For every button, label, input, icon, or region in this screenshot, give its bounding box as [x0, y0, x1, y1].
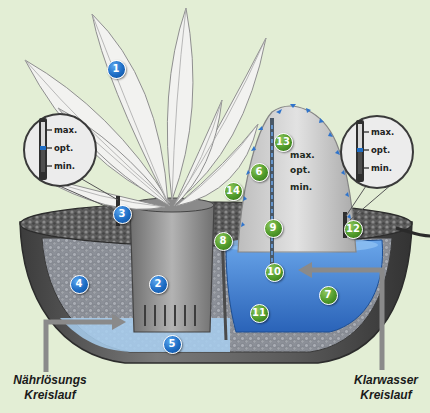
callout-label: 6 — [251, 164, 268, 180]
level-mark: opt. — [371, 145, 390, 155]
gauge-tick — [47, 129, 52, 130]
inset-circle — [24, 114, 96, 186]
inset-circle — [341, 116, 413, 188]
callout-label: 11 — [251, 305, 268, 321]
callout-label: 13 — [275, 134, 292, 150]
gauge-float — [40, 146, 46, 150]
gauge-tick — [364, 149, 369, 150]
level-label: opt. — [290, 165, 310, 176]
callout-number: 12 — [344, 220, 363, 239]
callout-label: 8 — [215, 233, 232, 249]
gauge-tick — [364, 131, 369, 132]
callout-number: 5 — [163, 335, 182, 354]
gauge-inset: max. opt. min. — [339, 114, 415, 190]
level-mark: max. — [54, 125, 77, 135]
gauge-window — [358, 124, 362, 174]
callout-label: 12 — [345, 221, 362, 237]
circuit-label: Klarwasser Kreislauf — [344, 373, 428, 403]
callout-label: 14 — [225, 183, 242, 199]
callout-number: 11 — [250, 304, 269, 323]
callout-label: 10 — [266, 264, 283, 280]
level-mark: min. — [371, 163, 392, 173]
callout-number: 8 — [214, 232, 233, 251]
callout-label: 2 — [150, 276, 167, 292]
callout-label: 7 — [320, 287, 337, 303]
callout-label: 9 — [265, 220, 282, 236]
gauge-tube — [356, 120, 364, 182]
level-mark: max. — [371, 127, 394, 137]
callout-number: 4 — [70, 275, 89, 294]
gauge-inset: max. opt. min. — [22, 112, 98, 188]
gauge-window — [41, 122, 45, 172]
callout-number: 1 — [107, 60, 126, 79]
gauge-tick — [47, 165, 52, 166]
callout-number: 3 — [113, 205, 132, 224]
gauge-tick — [47, 147, 52, 148]
callout-label: 1 — [108, 61, 125, 77]
callout-label: 3 — [114, 206, 131, 222]
callout-label: 4 — [71, 276, 88, 292]
level-label: max. — [290, 150, 315, 161]
callout-number: 7 — [319, 286, 338, 305]
callout-number: 9 — [264, 219, 283, 238]
gauge-tick — [364, 167, 369, 168]
callout-number: 10 — [265, 263, 284, 282]
gauge-indicator — [41, 148, 45, 172]
callout-number: 6 — [250, 163, 269, 182]
gauge-tube — [39, 118, 47, 180]
level-mark: min. — [54, 161, 75, 171]
level-label: min. — [290, 182, 312, 193]
gauge-float — [357, 148, 363, 152]
callout-number: 14 — [224, 182, 243, 201]
callout-label: 5 — [164, 336, 181, 352]
callout-number: 13 — [274, 133, 293, 152]
circuit-label: Nährlösungs Kreislauf — [4, 373, 96, 403]
callout-number: 2 — [149, 275, 168, 294]
gauge-indicator — [358, 150, 362, 174]
level-mark: opt. — [54, 143, 73, 153]
